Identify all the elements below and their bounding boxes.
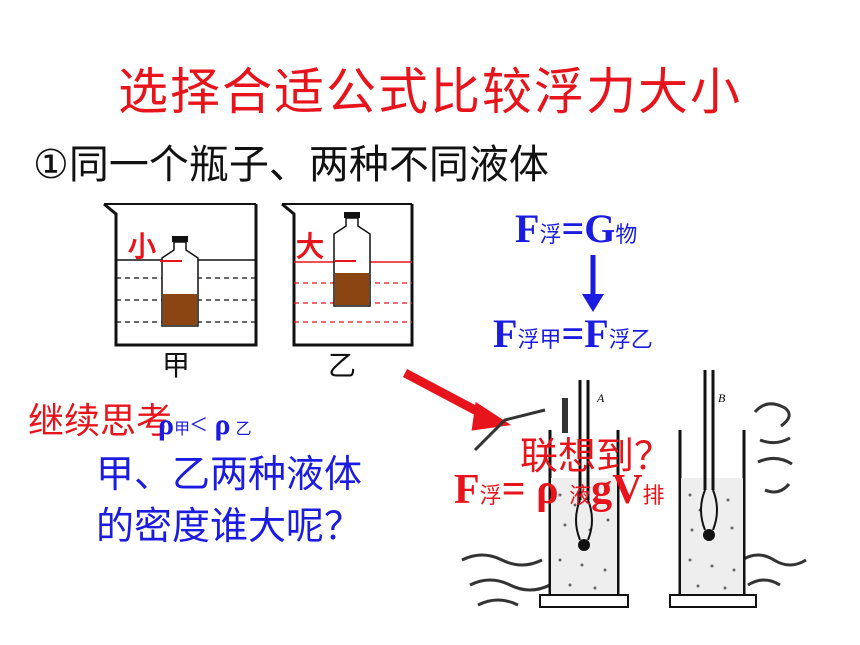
beaker-yi-label: 乙	[328, 349, 357, 382]
associate-text: 联想到？	[520, 434, 673, 478]
cylinder-a-tag: A	[596, 391, 605, 405]
keep-thinking: 继续思考	[28, 401, 173, 442]
density-comparison: ρ甲< ρ 乙	[158, 408, 252, 441]
question-line-2: 的密度谁大呢？	[96, 504, 363, 548]
page-title: 选择合适公式比较浮力大小	[118, 63, 742, 121]
cylinder-b	[669, 370, 757, 608]
diagonal-arrow-icon	[402, 369, 512, 431]
beaker-yi	[281, 202, 414, 347]
question-line-1: 甲、乙两种液体	[96, 452, 363, 496]
formula-float-equal: F浮甲=F浮乙	[493, 311, 653, 356]
question: 甲、乙两种液体 的密度谁大呢？	[96, 448, 362, 552]
formula-archimedes: F浮= ρ 液gV排	[454, 467, 665, 513]
sketch-background	[461, 402, 807, 607]
beaker-yi-tag: 大	[296, 230, 325, 263]
beaker-jia-label: 甲	[162, 349, 191, 382]
formula-float-equals-weight: F浮=G物	[515, 206, 638, 251]
beaker-jia-tag: 小	[128, 230, 157, 263]
down-arrow-icon	[582, 255, 604, 312]
cylinder-b-tag: B	[718, 391, 726, 405]
subtitle: ①同一个瓶子、两种不同液体	[33, 142, 549, 188]
beaker-jia	[103, 202, 258, 347]
cylinder-a	[539, 380, 629, 608]
